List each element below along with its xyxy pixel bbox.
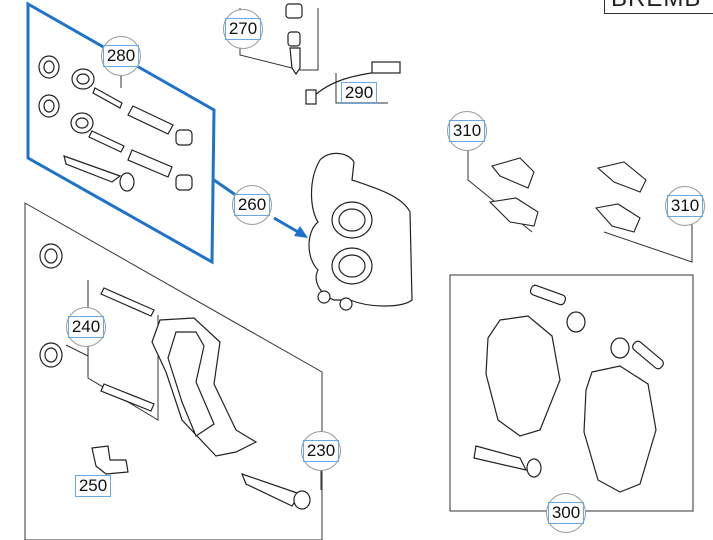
callout-250[interactable]: 250 xyxy=(73,466,113,506)
callout-280[interactable]: 280 xyxy=(101,36,141,76)
callout-highlight xyxy=(303,440,339,462)
callout-290[interactable]: 290 xyxy=(339,73,379,113)
callout-label: 260 xyxy=(237,195,267,214)
arrow-280-to-260 xyxy=(213,178,238,198)
callout-240[interactable]: 240 xyxy=(66,307,106,347)
kit-310b-frame xyxy=(603,220,693,263)
callout-label: 310 xyxy=(452,121,482,140)
callout-label: 270 xyxy=(228,19,258,38)
callout-label: 290 xyxy=(344,83,374,102)
callout-highlight xyxy=(548,502,584,524)
callout-label: 250 xyxy=(78,476,108,495)
callout-highlight xyxy=(667,195,703,217)
callout-label: 310 xyxy=(670,196,700,215)
callout-310-right[interactable]: 310 xyxy=(665,186,705,226)
callout-highlight xyxy=(234,194,270,216)
kit-240-frame xyxy=(24,202,323,540)
callout-label: 240 xyxy=(71,317,101,336)
callout-highlight xyxy=(449,120,485,142)
callout-260[interactable]: 260 xyxy=(232,185,272,225)
callout-highlight xyxy=(225,18,261,40)
callout-label: 230 xyxy=(306,441,336,460)
callout-highlight xyxy=(68,316,104,338)
kit-280-highlight xyxy=(26,1,216,265)
kit-300-frame xyxy=(449,274,694,512)
callout-highlight xyxy=(103,45,139,67)
section-title: BREMB xyxy=(604,0,713,14)
callout-label: 280 xyxy=(106,46,136,65)
callout-270[interactable]: 270 xyxy=(223,9,263,49)
callout-highlight xyxy=(75,475,111,497)
callout-300[interactable]: 300 xyxy=(546,493,586,533)
callout-310-left[interactable]: 310 xyxy=(447,111,487,151)
callout-230[interactable]: 230 xyxy=(301,431,341,471)
callout-label: 300 xyxy=(551,503,581,522)
callout-highlight xyxy=(341,82,377,104)
